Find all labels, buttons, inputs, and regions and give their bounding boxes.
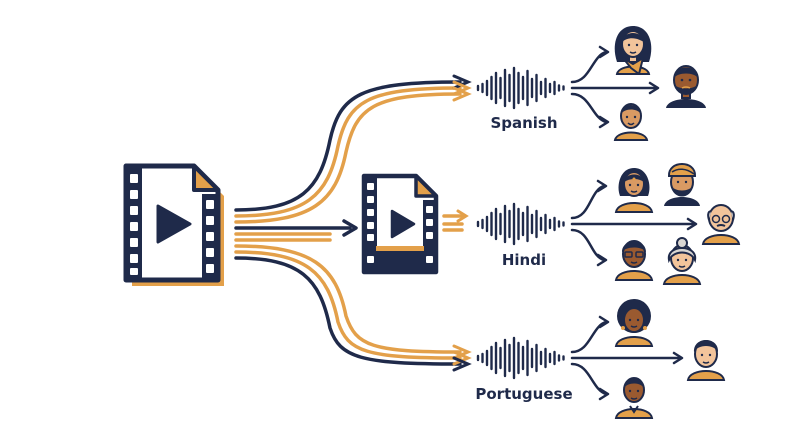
person-avatar-icon [701, 204, 741, 245]
person-avatar-icon [614, 240, 654, 281]
spanish-output-arrows [570, 45, 660, 129]
person-avatar-icon [614, 168, 654, 213]
person-avatar-icon [686, 340, 726, 381]
person-avatar-icon [662, 237, 702, 285]
flow-to-portuguese [234, 244, 472, 372]
language-label-portuguese: Portuguese [475, 385, 572, 403]
portuguese-output-arrows [570, 315, 684, 401]
flow-to-dubbed-file [234, 219, 358, 242]
sound-wave-icon-portuguese [476, 336, 565, 380]
sound-wave-icon-hindi [476, 202, 565, 246]
person-avatar-icon [614, 299, 654, 347]
source-video-file-icon [123, 163, 224, 286]
hindi-output-arrows [570, 179, 698, 267]
person-avatar-icon [664, 163, 700, 206]
flow-to-spanish [234, 74, 472, 224]
person-avatar-icon [614, 26, 652, 75]
flow-to-hindi [442, 209, 469, 232]
person-avatar-icon [614, 377, 654, 419]
sound-wave-icon-spanish [476, 66, 565, 110]
language-label-spanish: Spanish [490, 114, 557, 132]
person-avatar-icon [666, 65, 706, 108]
language-label-hindi: Hindi [502, 251, 546, 269]
dubbed-video-file-icon [361, 173, 439, 275]
person-avatar-icon [613, 103, 649, 141]
